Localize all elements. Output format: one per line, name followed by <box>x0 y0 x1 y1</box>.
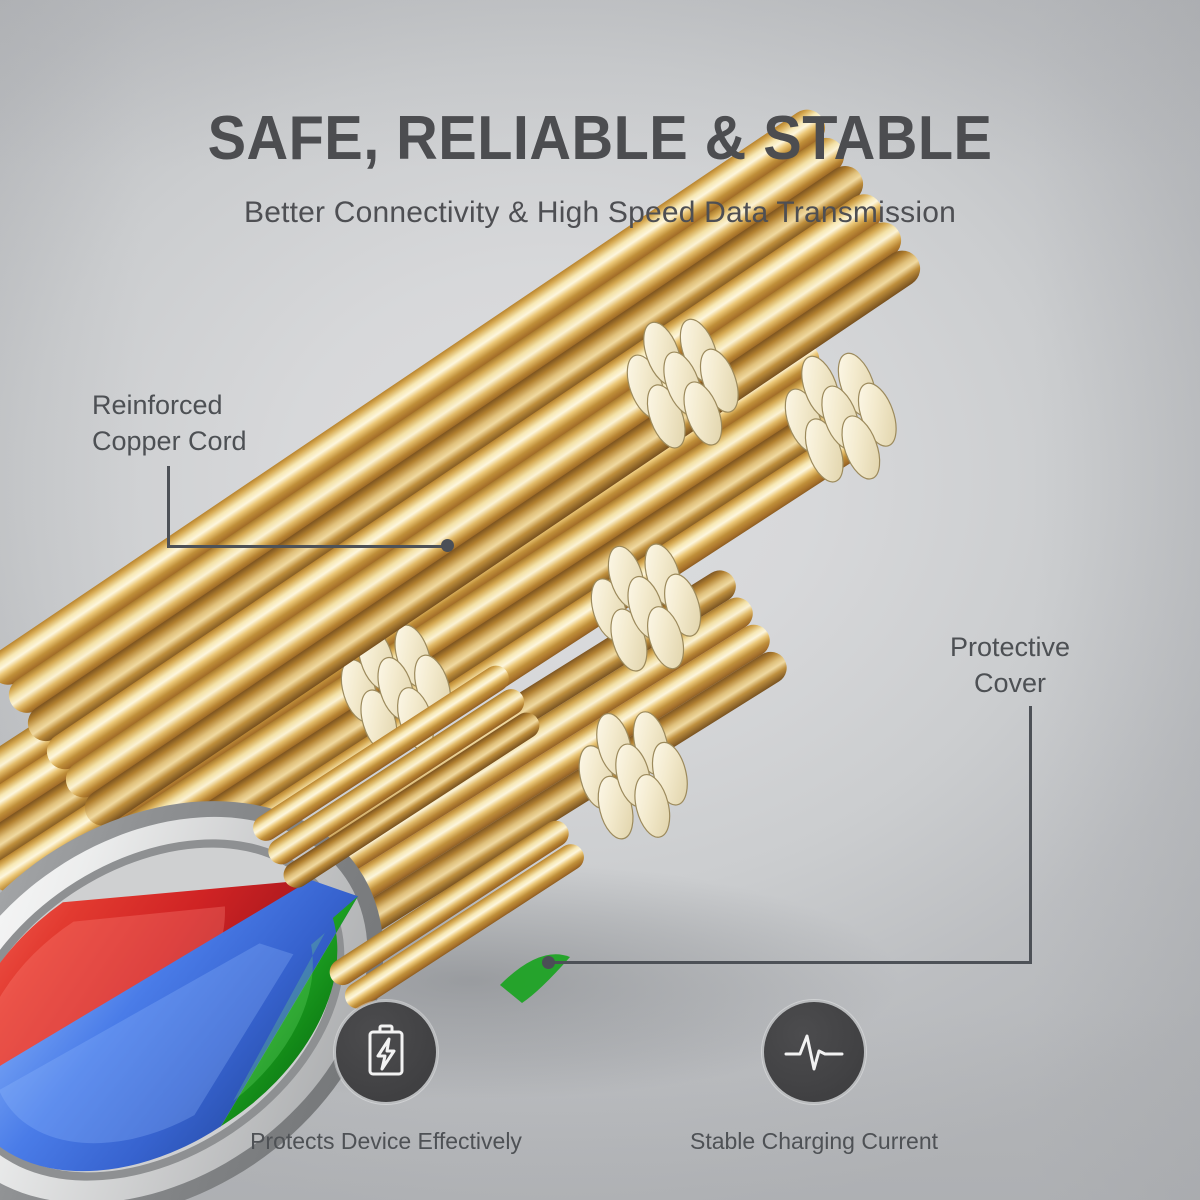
page-title: SAFE, RELIABLE & STABLE <box>207 104 993 173</box>
feature-label-protects-device: Protects Device Effectively <box>250 1128 522 1154</box>
feature-item-stable-current: Stable Charging Current <box>684 1000 944 1155</box>
leader-line-vertical-right <box>1029 706 1032 964</box>
leader-line-horizontal-right <box>548 961 1032 964</box>
leader-line-vertical-left <box>167 466 170 548</box>
feature-item-protects-device: Protects Device Effectively <box>250 1000 522 1155</box>
feature-label-stable-current: Stable Charging Current <box>689 1128 939 1154</box>
leader-dot-left <box>441 539 454 552</box>
header: SAFE, RELIABLE & STABLE Better Connectiv… <box>0 0 1200 230</box>
feature-list: Protects Device Effectively Stable Charg… <box>0 1000 1200 1155</box>
leader-line-horizontal-left <box>167 545 452 548</box>
callout-label-reinforced-copper-cord: Reinforced Copper Cord <box>92 390 247 456</box>
feature-badge-stable-current <box>762 1000 866 1104</box>
page-subtitle: Better Connectivity & High Speed Data Tr… <box>244 196 956 229</box>
battery-bolt-icon <box>368 1024 404 1076</box>
callout-label-protective-cover: Protective Cover <box>949 632 1071 698</box>
feature-badge-protects-device <box>334 1000 438 1104</box>
pulse-wave-icon <box>784 1034 844 1071</box>
leader-dot-right <box>542 956 555 969</box>
